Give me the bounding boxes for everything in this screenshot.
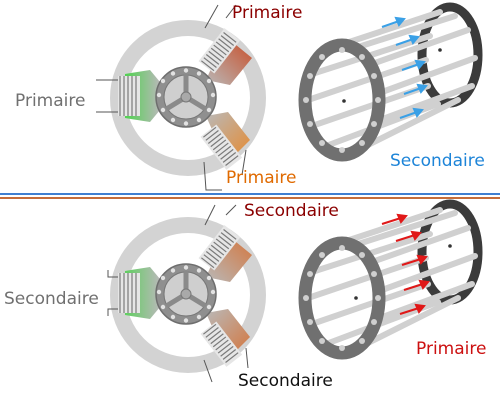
top-cage-arrows xyxy=(381,16,428,119)
bottom-label-lower: Secondaire xyxy=(238,371,333,391)
top-label-lower: Primaire xyxy=(226,168,296,188)
top-coil-upper xyxy=(198,28,241,74)
top-coil-left xyxy=(118,76,140,116)
bottom-lead-left xyxy=(107,270,118,316)
bottom-label-left: Secondaire xyxy=(4,289,99,309)
top-cage-front-holes xyxy=(303,47,381,153)
bottom-coil-lower xyxy=(200,321,243,367)
bottom-cage-front-holes xyxy=(303,245,381,351)
top-label-upper: Primaire xyxy=(232,3,302,23)
divider xyxy=(0,193,500,199)
top-lead-lower xyxy=(203,149,247,191)
bottom-coil-upper xyxy=(198,225,241,271)
top-panel: Primaire Primaire Primaire Secondaire xyxy=(15,2,485,191)
bottom-stator xyxy=(107,204,266,383)
top-lead-upper xyxy=(204,4,237,29)
top-rotor-hub xyxy=(155,66,217,128)
bottom-pole-lower xyxy=(206,309,250,355)
bottom-cage-bars xyxy=(305,207,478,349)
bottom-cage-axis-back xyxy=(448,244,452,248)
bottom-label-cage: Primaire xyxy=(416,339,486,359)
top-label-left: Primaire xyxy=(15,91,85,111)
top-cage-bars xyxy=(305,9,478,151)
bottom-rotor-hub xyxy=(155,263,217,325)
bottom-label-upper: Secondaire xyxy=(244,201,339,221)
bottom-coil-left xyxy=(118,273,140,313)
bottom-lead-upper xyxy=(204,204,237,226)
top-lead-left xyxy=(96,79,118,113)
bottom-panel: Secondaire Secondaire Secondaire Primair… xyxy=(4,199,486,391)
top-label-cage: Secondaire xyxy=(390,151,485,171)
top-cage-axis-back xyxy=(438,48,442,52)
bottom-cage-axis-front xyxy=(354,296,358,300)
bottom-cage xyxy=(298,199,483,360)
top-cage xyxy=(298,2,483,162)
bottom-lead-lower xyxy=(203,347,249,383)
top-stator xyxy=(96,4,266,191)
top-cage-axis-front xyxy=(342,99,346,103)
bottom-pole-upper xyxy=(206,237,252,282)
top-pole-lower xyxy=(206,112,250,158)
top-coil-lower xyxy=(200,124,243,170)
bottom-cage-arrows xyxy=(381,213,430,315)
top-pole-upper xyxy=(206,40,252,85)
